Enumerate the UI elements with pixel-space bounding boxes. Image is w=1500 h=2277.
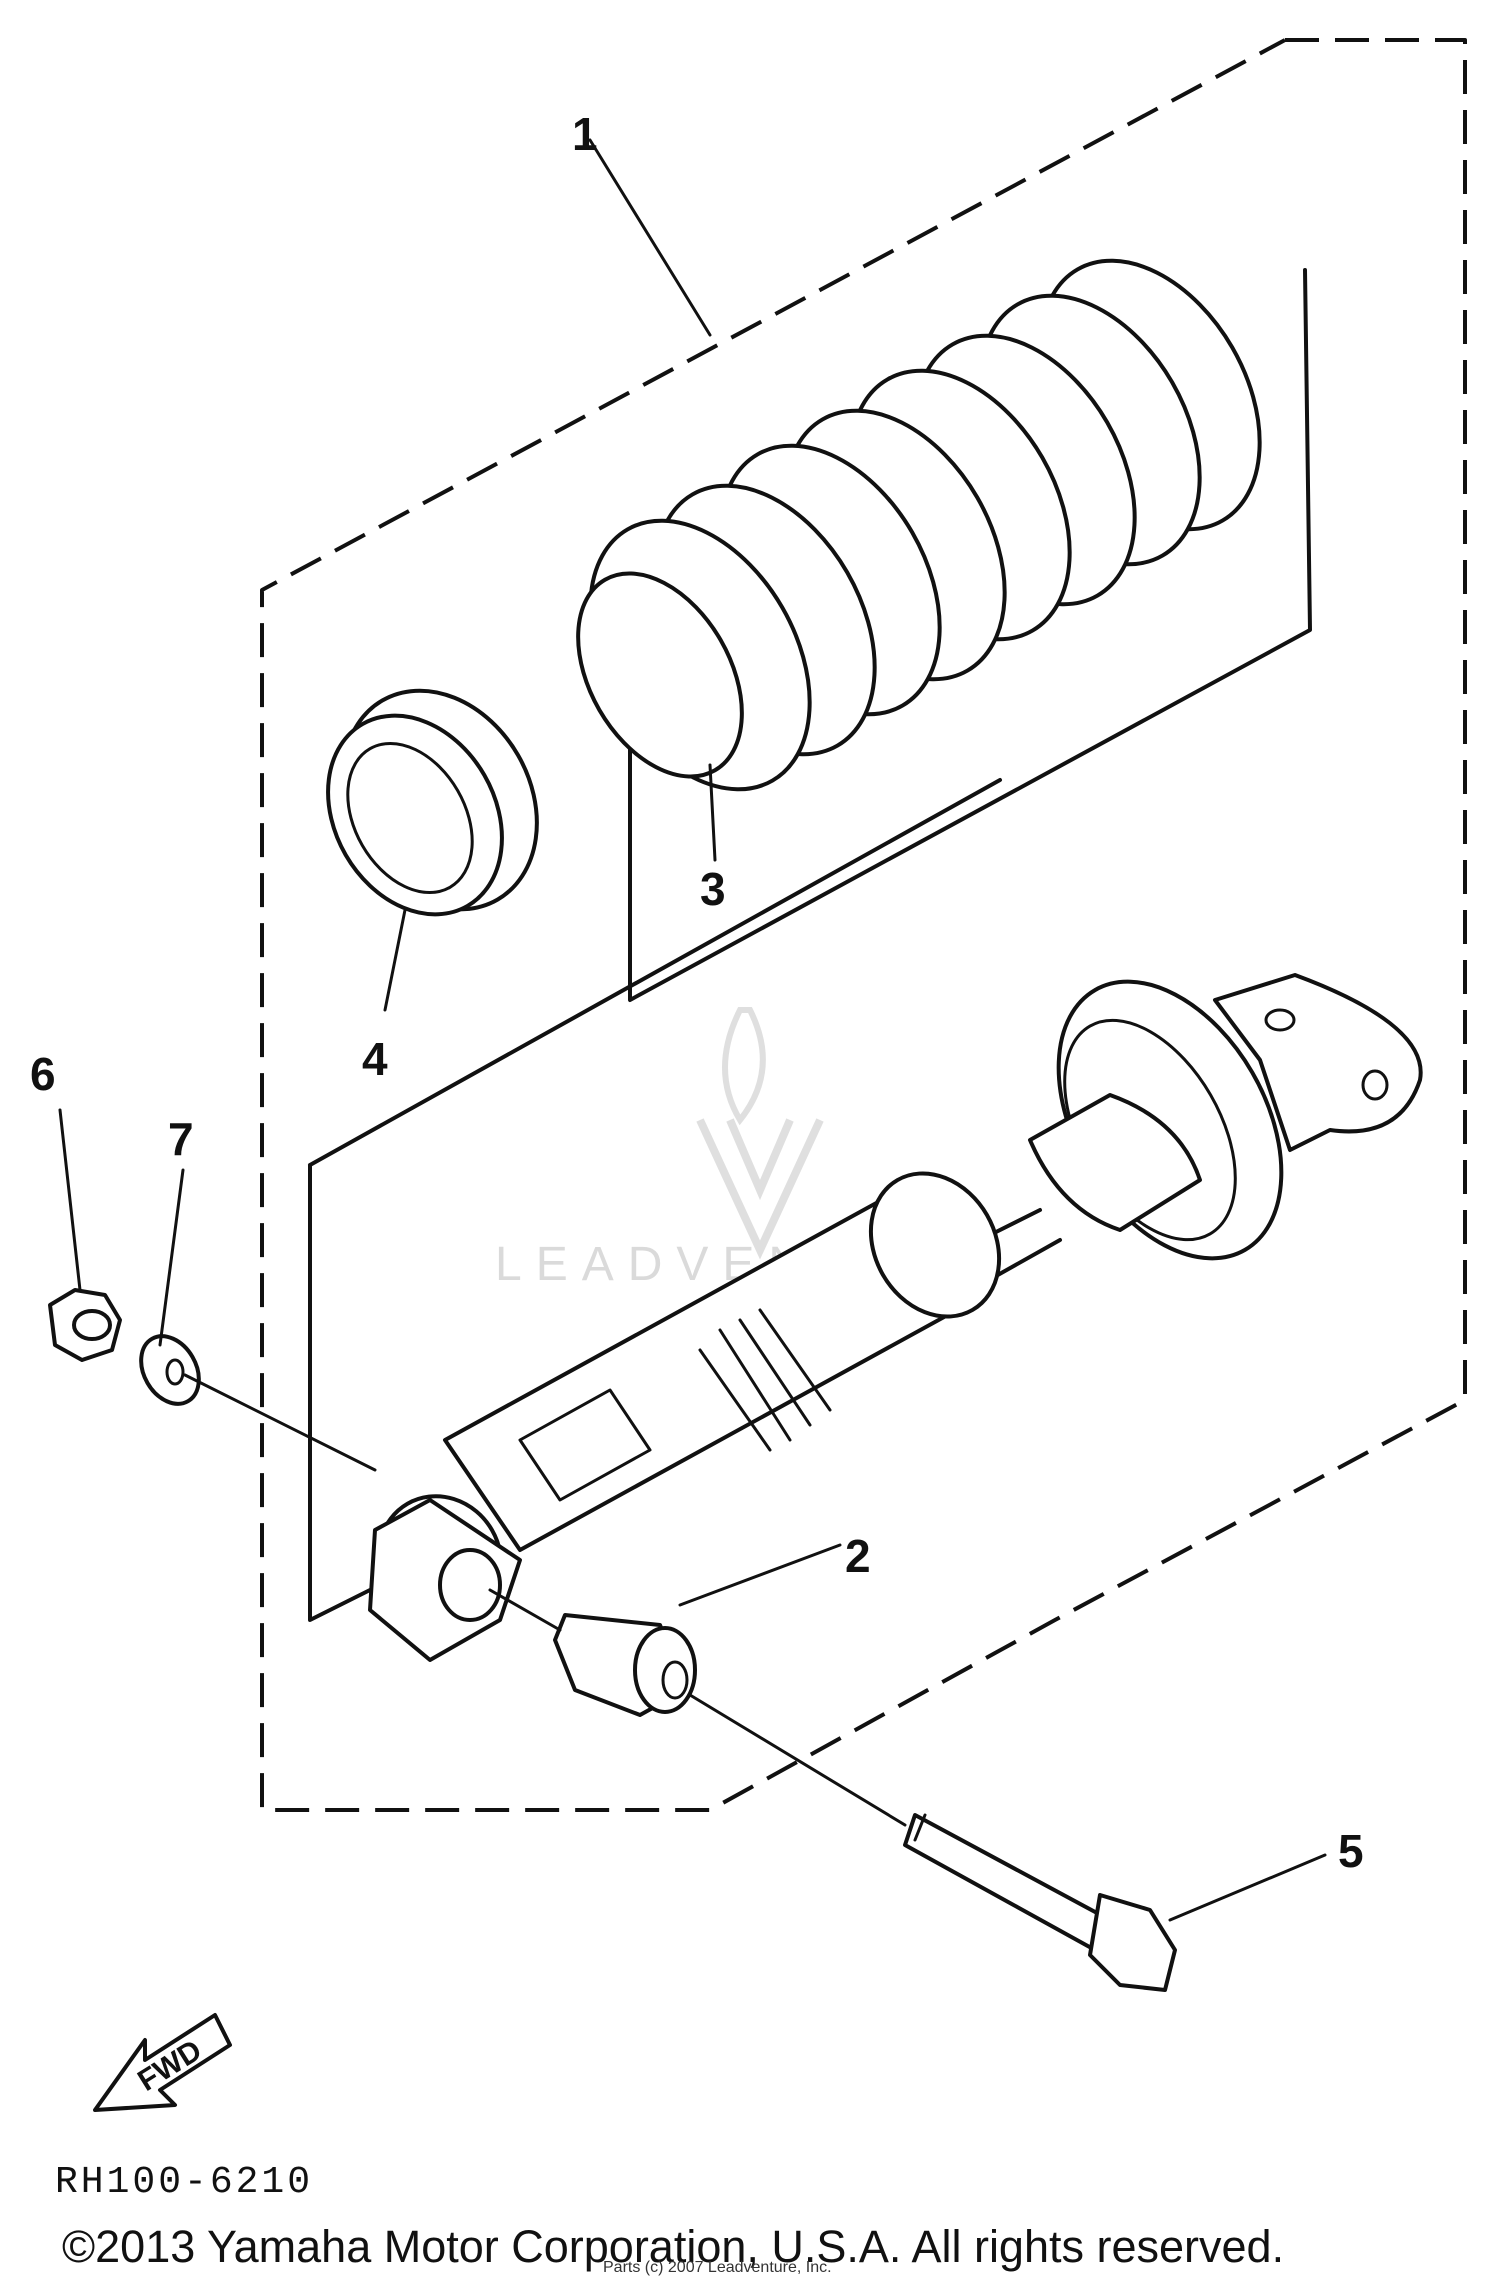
callout-7: 7 — [168, 1113, 194, 1165]
callout-1: 1 — [572, 108, 598, 160]
assembly-outline-dashed — [260, 38, 1467, 1812]
washer — [139, 1334, 201, 1406]
callout-4: 4 — [362, 1033, 388, 1085]
axis-line-bushing-to-bolt — [488, 1588, 907, 1827]
axis-line-lower-eye — [183, 1373, 377, 1472]
leadventure-stamp: Parts (c) 2007 Leadventure, Inc. — [603, 2259, 832, 2276]
callout-6: 6 — [30, 1048, 56, 1100]
callout-3: 3 — [700, 863, 726, 915]
copyright-notice: ©2013 Yamaha Motor Corporation, U.S.A. A… — [62, 2221, 1284, 2272]
coil-spring — [576, 258, 1262, 792]
figure-code: RH100-6210 — [55, 2161, 313, 2204]
shock-group-frame — [308, 778, 1002, 1622]
shock-absorber — [368, 973, 1423, 1662]
bolt — [903, 1813, 1177, 1992]
callout-2: 2 — [845, 1530, 871, 1582]
spring-group-frame — [628, 268, 1312, 1002]
fwd-direction-arrow: FWD — [93, 2013, 232, 2112]
callout-5: 5 — [1338, 1825, 1364, 1877]
nut — [48, 1288, 122, 1362]
spring-seat — [326, 688, 539, 917]
leader-lines — [58, 138, 1327, 1922]
bushing — [553, 1613, 697, 1717]
